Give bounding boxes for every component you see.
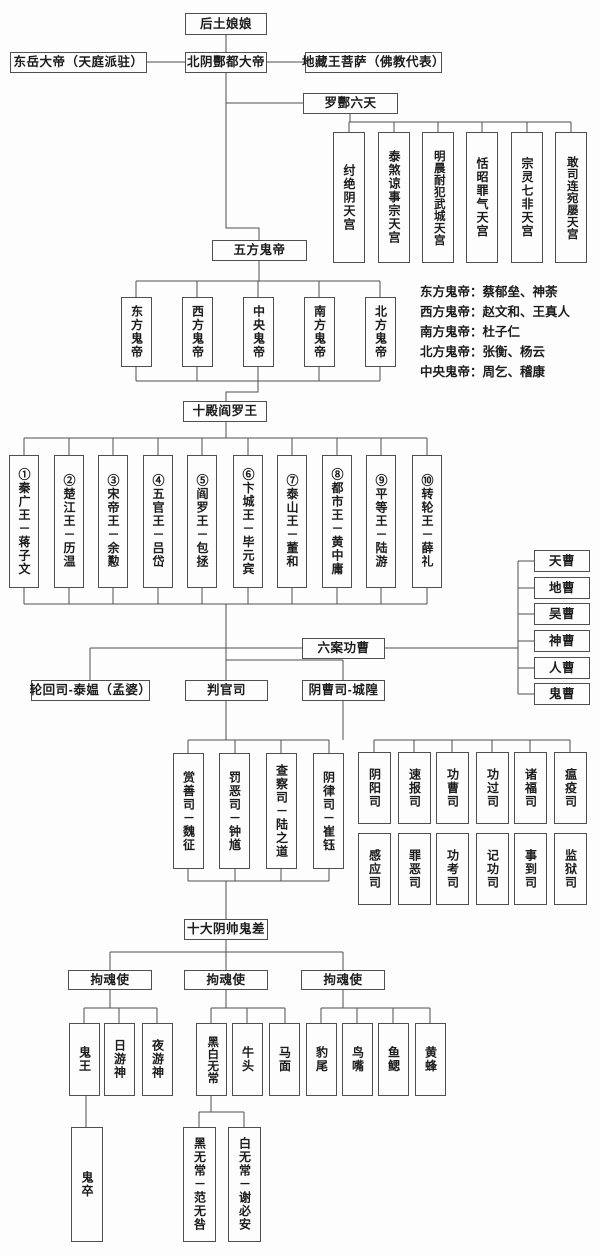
box-si-ganying: 感应司 [358, 833, 391, 905]
box-east-guidi: 东方鬼帝 [121, 297, 152, 367]
box-guizu: 鬼卒 [71, 1127, 103, 1242]
box-king-5: ⑤阎罗王－包拯 [187, 455, 217, 588]
box-captain-1: 拘魂使 [68, 970, 152, 990]
box-west-guidi: 西方鬼帝 [182, 297, 213, 367]
box-mamian: 马面 [269, 1023, 300, 1096]
box-cao-shen: 神曹 [534, 630, 590, 652]
box-si-gongcao: 功曹司 [436, 752, 469, 824]
box-yeyoushen: 夜游神 [142, 1023, 173, 1096]
note-line-4: 北方鬼帝：张衡、杨云 [420, 345, 546, 359]
box-wufang-guidi: 五方鬼帝 [212, 240, 307, 261]
box-shidian-yanluowang: 十殿阎罗王 [183, 401, 267, 422]
box-king-9: ⑨平等王－陆游 [366, 455, 396, 588]
box-palace-5: 宗灵七非天宫 [511, 132, 543, 263]
box-dizangwang-pusa: 地藏王菩萨（佛教代表） [302, 52, 445, 73]
box-king-8: ⑧都市王－黄中庸 [322, 455, 352, 588]
box-office-chacha: 查察司－陆之道 [266, 753, 297, 869]
box-yincao-si-chenghuang: 阴曹司-城隍 [302, 680, 385, 701]
box-king-10: ⑩转轮王－薛礼 [412, 455, 442, 588]
box-shida-yinshuai: 十大阴帅鬼差 [184, 919, 268, 940]
box-south-guidi: 南方鬼帝 [304, 297, 335, 367]
box-palace-2: 泰煞谅事宗天宫 [378, 132, 410, 263]
box-cao-di: 地曹 [534, 577, 590, 599]
box-office-yinlv: 阴律司－崔钰 [313, 753, 344, 869]
box-captain-2: 拘魂使 [184, 970, 268, 990]
ghost-emperor-note: 东方鬼帝：蔡郁垒、神荼 西方鬼帝：赵文和、王真人 南方鬼帝：杜子仁 北方鬼帝：张… [420, 282, 570, 382]
note-line-3: 南方鬼帝：杜子仁 [420, 325, 521, 339]
box-king-4: ④五官王－吕岱 [143, 455, 173, 588]
box-beiyin-fengdu-dadi: 北阴酆都大帝 [185, 52, 267, 73]
box-king-7: ⑦泰山王－董和 [277, 455, 307, 588]
box-si-jianyu: 监狱司 [554, 833, 587, 905]
box-si-gongkao: 功考司 [436, 833, 469, 905]
box-palace-6: 敢司连宛屡天宫 [555, 132, 587, 263]
box-si-subao: 速报司 [398, 752, 431, 824]
box-palace-1: 纣绝阴天宫 [333, 132, 365, 263]
box-riyoushen: 日游神 [104, 1023, 135, 1096]
box-si-wenyi: 瘟疫司 [554, 752, 587, 824]
box-panguan-si: 判官司 [185, 680, 268, 701]
box-king-6: ⑥卞城王－毕元宾 [233, 455, 263, 588]
box-liuan-gongcao: 六案功曹 [302, 638, 385, 659]
box-baowei: 豹尾 [306, 1023, 337, 1096]
note-line-1: 东方鬼帝：蔡郁垒、神荼 [420, 285, 558, 299]
box-lunhui-si: 轮回司-泰媪（孟婆） [30, 680, 151, 701]
box-office-fae: 罚恶司－钟馗 [219, 753, 250, 869]
box-yusai: 鱼鳃 [378, 1023, 409, 1096]
box-palace-3: 明晨耐犯武城天宫 [422, 132, 454, 263]
box-guiwang: 鬼王 [69, 1023, 100, 1096]
note-line-2: 西方鬼帝：赵文和、王真人 [420, 305, 571, 319]
box-king-2: ②楚江王－历温 [54, 455, 84, 588]
note-line-5: 中央鬼帝：周乞、稽康 [420, 365, 546, 379]
box-niutou: 牛头 [232, 1023, 263, 1096]
box-captain-3: 拘魂使 [301, 970, 385, 990]
box-si-zhufu: 诸福司 [514, 752, 547, 824]
box-palace-4: 恬昭罪气天宫 [466, 132, 498, 263]
box-dongyue-dadi: 东岳大帝（天庭派驻） [10, 52, 147, 73]
box-si-gongguo: 功过司 [476, 752, 509, 824]
box-cao-tian: 天曹 [534, 550, 590, 572]
box-central-guidi: 中央鬼帝 [243, 297, 274, 367]
box-cao-wu: 吴曹 [534, 603, 590, 625]
box-si-shidao: 事到司 [514, 833, 547, 905]
box-huangfeng: 黄蜂 [415, 1023, 446, 1096]
box-si-yinyang: 阴阳司 [358, 752, 391, 824]
box-cao-gui: 鬼曹 [534, 683, 590, 705]
box-bai-wuchang: 白无常－谢必安 [228, 1127, 261, 1242]
box-hei-wuchang: 黑无常－范无咎 [183, 1127, 216, 1242]
box-north-guidi: 北方鬼帝 [365, 297, 396, 367]
box-king-1: ①秦广王－蒋子文 [9, 455, 39, 588]
box-king-3: ③宋帝王－余懃 [98, 455, 128, 588]
box-niaozui: 鸟嘴 [342, 1023, 373, 1096]
box-houtu-niangniang: 后土娘娘 [185, 13, 267, 35]
box-luofeng-liutian: 罗酆六天 [303, 93, 398, 114]
box-si-zuie: 罪恶司 [398, 833, 431, 905]
box-office-shangshan: 赏善司－魏征 [173, 753, 204, 869]
box-si-jigong: 记功司 [476, 833, 509, 905]
box-heibai-wuchang: 黑白无常 [196, 1023, 227, 1096]
box-cao-ren: 人曹 [534, 657, 590, 679]
